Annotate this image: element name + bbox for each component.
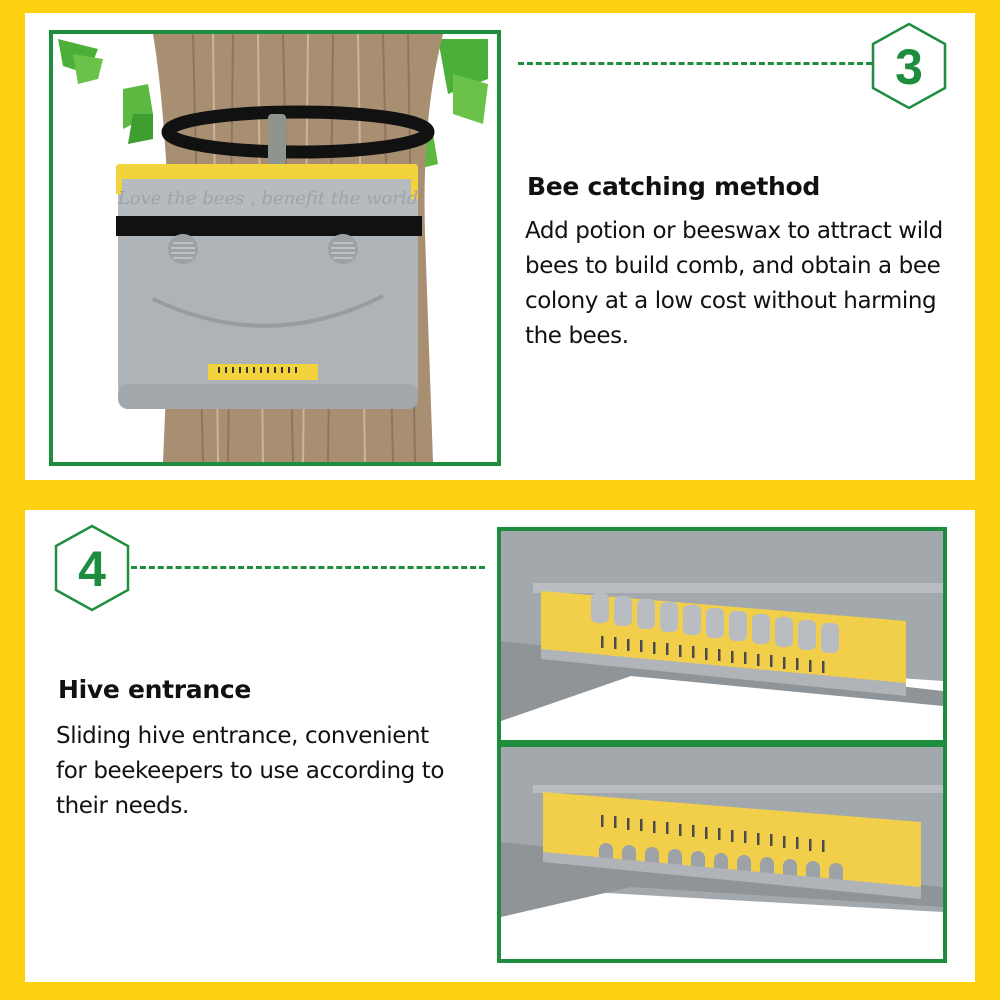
bee-catching-description: Add potion or beeswax to attract wild be… (525, 214, 943, 354)
description-line: Add potion or beeswax to attract wild (525, 218, 943, 244)
step-4-number: 4 (78, 541, 106, 597)
step-4-hexagon-icon: 4 (53, 524, 131, 612)
description-line: colony at a low cost without harming (525, 288, 937, 314)
bee-trap-tree-photo: Love the bees , benefit the world (49, 30, 501, 466)
description-line: for beekeepers to use according to (56, 758, 445, 784)
description-line: the bees. (525, 323, 629, 349)
step-3-number: 3 (895, 39, 923, 95)
hive-entrance-heading: Hive entrance (58, 675, 252, 704)
description-line: their needs. (56, 793, 189, 819)
step-3-connector-line (518, 62, 872, 65)
step-4-connector-line (131, 566, 485, 569)
hive-entrance-description: Sliding hive entrance, convenient for be… (56, 719, 444, 824)
bee-trap-illustration: Love the bees , benefit the world (58, 34, 488, 462)
step-3-hexagon-icon: 3 (870, 22, 948, 110)
hive-entrance-photo-open (497, 527, 947, 744)
embossed-slogan: Love the bees , benefit the world (117, 188, 418, 209)
description-line: bees to build comb, and obtain a bee (525, 253, 941, 279)
hive-entrance-photo-arched (497, 743, 947, 963)
description-line: Sliding hive entrance, convenient (56, 723, 429, 749)
bee-catching-heading: Bee catching method (527, 172, 821, 201)
